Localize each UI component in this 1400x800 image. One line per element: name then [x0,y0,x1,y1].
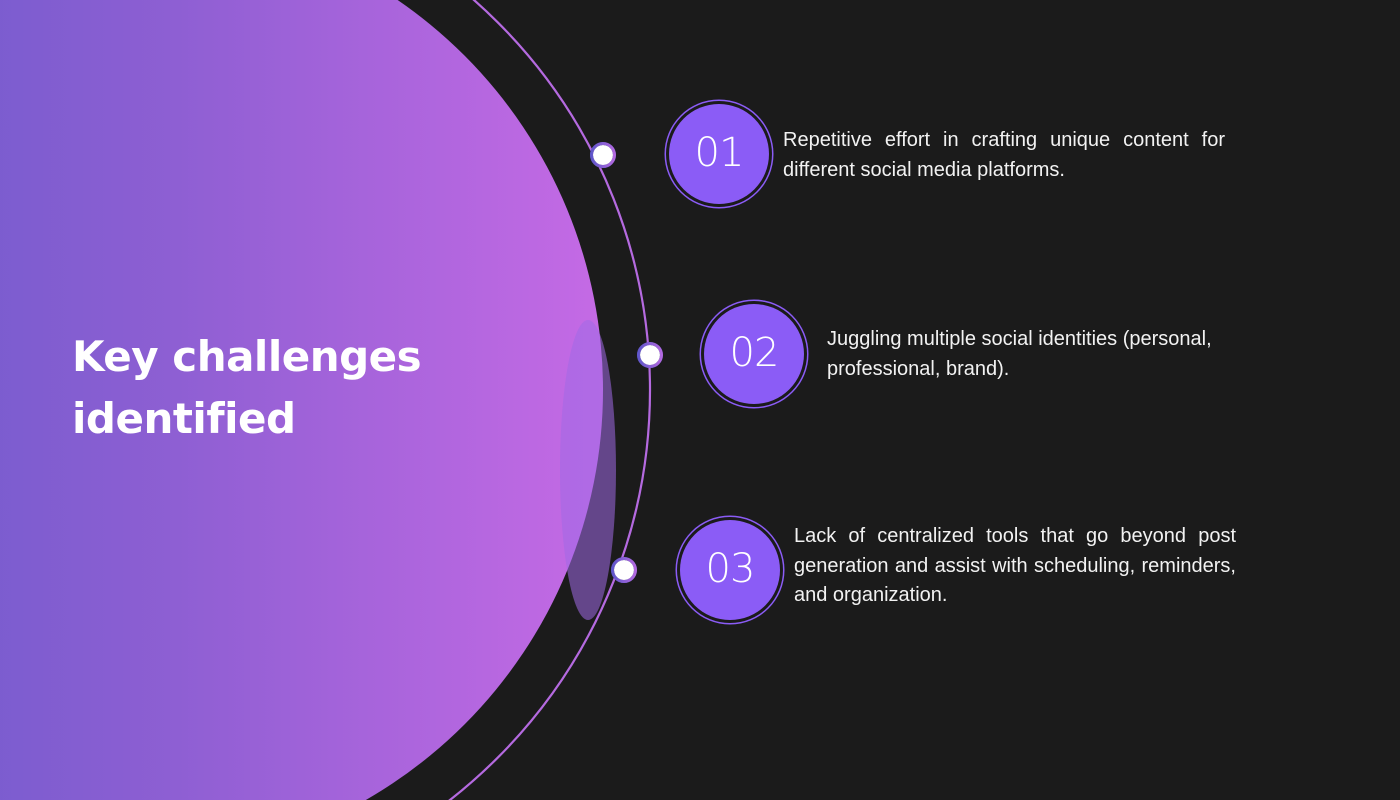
gradient-circle [0,0,603,800]
number-label-3: 03 [705,546,756,592]
number-badge-1: 01 [669,104,769,204]
number-label-1: 01 [694,130,745,176]
challenge-text-2: Juggling multiple social identities (per… [827,328,1212,380]
timeline-dot-3 [611,557,637,583]
challenge-text-3: Lack of centralized tools that go beyond… [794,525,1236,606]
number-label-2: 02 [729,330,780,376]
number-badge-3: 03 [680,520,780,620]
challenge-text-1: Repetitive effort in crafting unique con… [783,129,1225,181]
timeline-dot-2 [637,342,663,368]
number-badge-2: 02 [704,304,804,404]
timeline-dot-1 [590,142,616,168]
highlight-shape [560,320,616,620]
page-title: Key challenges identified [72,332,422,443]
timeline-arc [447,0,651,800]
